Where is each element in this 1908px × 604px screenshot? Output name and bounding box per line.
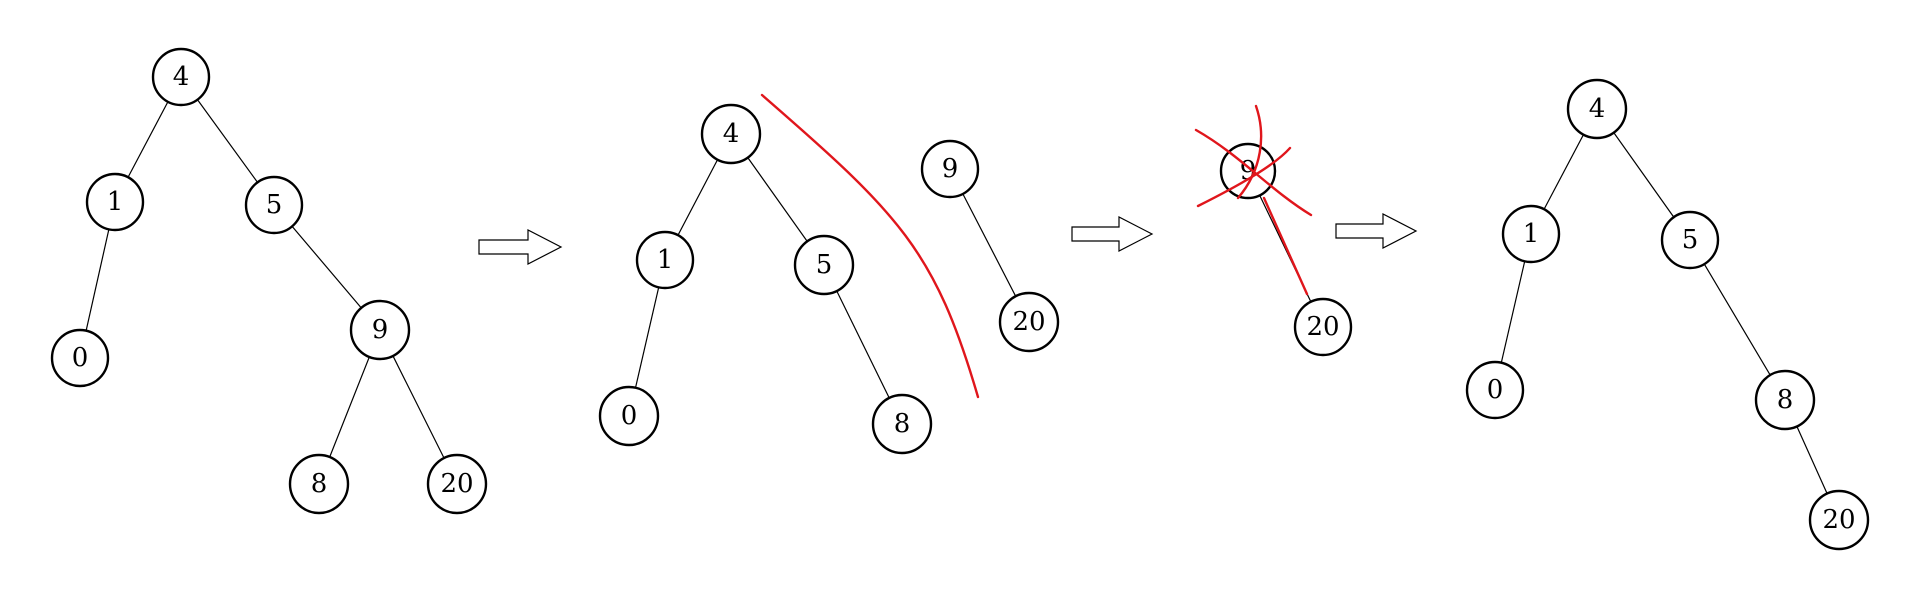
tree-node-t2-5: 5 bbox=[793, 234, 855, 296]
node-label: 20 bbox=[1306, 312, 1339, 342]
node-circle bbox=[793, 234, 855, 296]
deleted-edge-mark bbox=[1262, 196, 1309, 296]
node-label: 4 bbox=[1589, 94, 1606, 124]
node-label: 0 bbox=[1487, 375, 1504, 405]
tree-node-t4-5: 5 bbox=[1660, 210, 1720, 270]
node-label: 8 bbox=[311, 469, 328, 499]
tree-node-t2b-9: 9 bbox=[920, 139, 980, 199]
node-circle bbox=[920, 139, 980, 199]
tree-node-t1-1: 1 bbox=[85, 172, 145, 232]
node-circle bbox=[700, 103, 762, 165]
tree-node-t1-9: 9 bbox=[349, 299, 411, 361]
node-circle bbox=[871, 393, 933, 455]
node-label: 5 bbox=[1682, 225, 1699, 255]
tree-node-t3-20: 20 bbox=[1293, 297, 1353, 357]
node-circle bbox=[244, 175, 304, 235]
node-circle bbox=[50, 328, 110, 388]
transition-arrow-1 bbox=[478, 229, 563, 265]
node-circle bbox=[1566, 78, 1628, 140]
node-label: 20 bbox=[1012, 307, 1045, 337]
node-label: 0 bbox=[621, 401, 638, 431]
node-label: 5 bbox=[266, 190, 283, 220]
tree-node-t4-20: 20 bbox=[1808, 489, 1870, 551]
node-circle bbox=[1293, 297, 1353, 357]
tree-node-t4-8: 8 bbox=[1754, 369, 1816, 431]
tree-node-t2-0: 0 bbox=[598, 385, 660, 447]
tree-node-t1-5: 5 bbox=[244, 175, 304, 235]
tree-node-t4-1: 1 bbox=[1501, 204, 1561, 264]
node-circle bbox=[1660, 210, 1720, 270]
node-circle bbox=[85, 172, 145, 232]
node-circle bbox=[426, 453, 488, 515]
node-label: 4 bbox=[723, 119, 740, 149]
split-cut-mark bbox=[760, 93, 980, 399]
node-circle bbox=[1754, 369, 1816, 431]
node-label: 1 bbox=[1523, 219, 1540, 249]
node-label: 9 bbox=[372, 315, 389, 345]
transition-arrow-2 bbox=[1071, 216, 1154, 252]
tree-node-t2b-20: 20 bbox=[998, 291, 1060, 353]
node-label: 4 bbox=[173, 62, 190, 92]
tree-node-t2-8: 8 bbox=[871, 393, 933, 455]
tree-node-t2-1: 1 bbox=[635, 230, 695, 290]
node-label: 8 bbox=[1777, 385, 1794, 415]
node-label: 9 bbox=[942, 154, 959, 184]
node-circle bbox=[598, 385, 660, 447]
node-circle bbox=[288, 453, 350, 515]
tree-node-t1-4: 4 bbox=[151, 47, 211, 107]
node-label: 20 bbox=[1822, 505, 1855, 535]
node-label: 8 bbox=[894, 409, 911, 439]
node-circle bbox=[1501, 204, 1561, 264]
tree-node-t1-0: 0 bbox=[50, 328, 110, 388]
node-label: 20 bbox=[440, 469, 473, 499]
node-circle bbox=[1808, 489, 1870, 551]
node-label: 0 bbox=[72, 343, 89, 373]
node-circle bbox=[151, 47, 211, 107]
tree-node-t4-4: 4 bbox=[1566, 78, 1628, 140]
cross-mark-arc bbox=[1236, 104, 1263, 200]
node-circle bbox=[635, 230, 695, 290]
node-label: 1 bbox=[107, 187, 124, 217]
tree-node-t2-4: 4 bbox=[700, 103, 762, 165]
node-circle bbox=[349, 299, 411, 361]
node-label: 1 bbox=[657, 245, 674, 275]
edge-t4-5-t4-8 bbox=[1689, 239, 1786, 401]
cross-mark-line-2 bbox=[1196, 146, 1292, 208]
transition-arrow-3 bbox=[1335, 213, 1418, 249]
node-label: 5 bbox=[816, 250, 833, 280]
tree-node-t4-0: 0 bbox=[1465, 360, 1525, 420]
tree-node-t1-20: 20 bbox=[426, 453, 488, 515]
node-circle bbox=[998, 291, 1060, 353]
node-circle bbox=[1465, 360, 1525, 420]
tree-node-t1-8: 8 bbox=[288, 453, 350, 515]
